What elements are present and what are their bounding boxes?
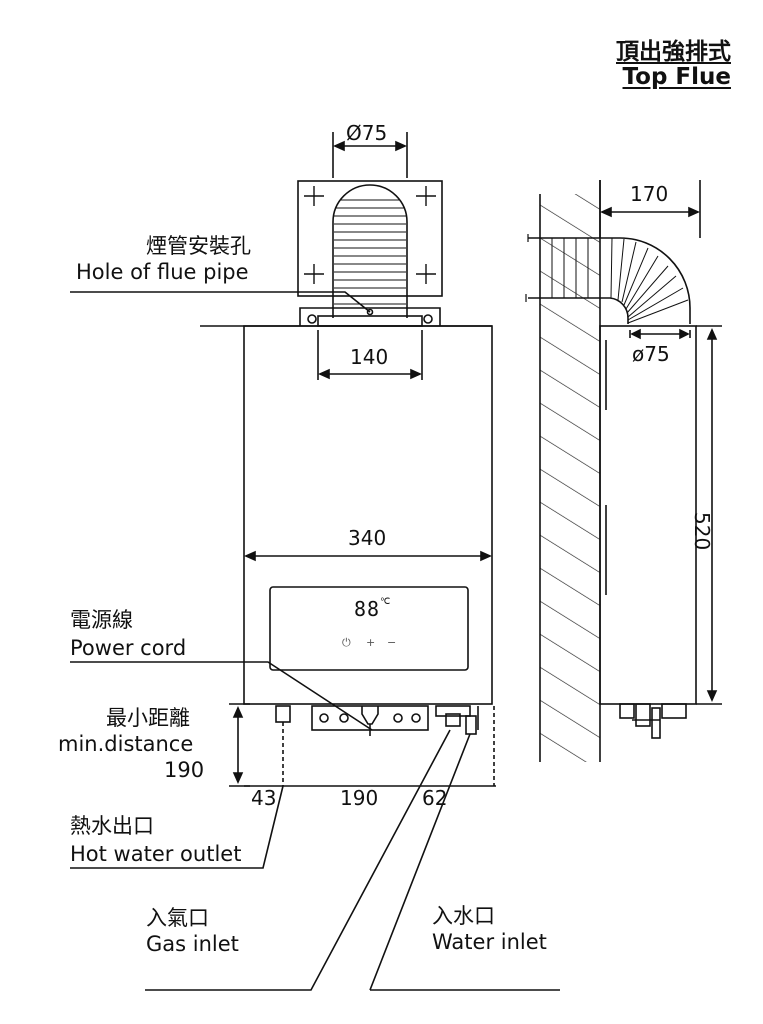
- dim-outlet-spacing: 190: [340, 786, 379, 810]
- power-button-icon: ⏻: [342, 636, 351, 649]
- gas-inlet-label-zh: 入氣口: [146, 906, 209, 930]
- dim-side-depth: 170: [630, 182, 669, 206]
- wall-hatch: [540, 194, 600, 762]
- lcd-value: 88: [354, 597, 381, 621]
- flue-pipe-front: [332, 184, 408, 318]
- water-heater-body: [243, 325, 493, 705]
- gas-inlet-label-en: Gas inlet: [146, 932, 239, 956]
- dim-body-width: 340: [348, 526, 387, 550]
- flue-mounting-plate: [297, 180, 443, 297]
- power-cord-leader: [70, 661, 373, 731]
- flue-hole-label-en: Hole of flue pipe: [76, 260, 249, 284]
- hot-water-outlet-label-zh: 熱水出口: [70, 814, 154, 838]
- flue-hole-leader: [70, 291, 371, 313]
- gas-inlet-leader: [145, 729, 451, 991]
- hot-water-leader: [70, 785, 284, 869]
- lcd-unit: ℃: [380, 597, 392, 607]
- dim-outlet-offset-left: 43: [251, 786, 277, 810]
- flue-bracket: [299, 307, 441, 326]
- flue-elbow-ribs: [539, 237, 689, 324]
- water-inlet-label-zh: 入水口: [432, 904, 495, 928]
- min-distance-label-en: min.distance: [58, 732, 194, 756]
- hot-water-outlet-fitting: [275, 705, 291, 723]
- gas-inlet-fitting: [435, 705, 471, 717]
- title-en: Top Flue: [622, 64, 731, 90]
- dim-flue-bracket-width: 140: [350, 345, 389, 369]
- minus-button-icon: −: [387, 636, 397, 649]
- flue-hole-label-zh: 煙管安裝孔: [146, 234, 251, 258]
- flue-elbow-outer: [528, 237, 691, 324]
- power-cord-label-zh: 電源線: [70, 608, 133, 632]
- power-cord-label-en: Power cord: [70, 636, 187, 660]
- water-inlet-label-en: Water inlet: [432, 930, 547, 954]
- water-inlet-leader: [369, 733, 471, 991]
- mounting-screw-holes: [304, 186, 436, 284]
- side-body: [599, 325, 697, 705]
- dim-outlet-offset-right: 62: [422, 786, 448, 810]
- flue-elbow-inner: [528, 297, 629, 324]
- dim-flue-diameter-top: Ø75: [346, 121, 388, 145]
- flue-pipe-ribs: [334, 199, 406, 305]
- plus-button-icon: +: [366, 636, 376, 649]
- hot-water-outlet-label-en: Hot water outlet: [70, 842, 242, 866]
- min-distance-value: 190: [164, 758, 205, 782]
- side-fitting-1: [619, 703, 635, 719]
- water-inlet-fitting: [465, 715, 477, 735]
- lcd-display: 88℃: [354, 597, 391, 621]
- min-distance-label-zh: 最小距離: [106, 706, 190, 730]
- dim-flue-diameter-side: ø75: [632, 342, 670, 366]
- title-zh: 頂出強排式: [616, 39, 731, 65]
- control-panel: [269, 586, 469, 671]
- power-cord-stub: [361, 706, 379, 725]
- dim-body-height: 520: [690, 512, 714, 551]
